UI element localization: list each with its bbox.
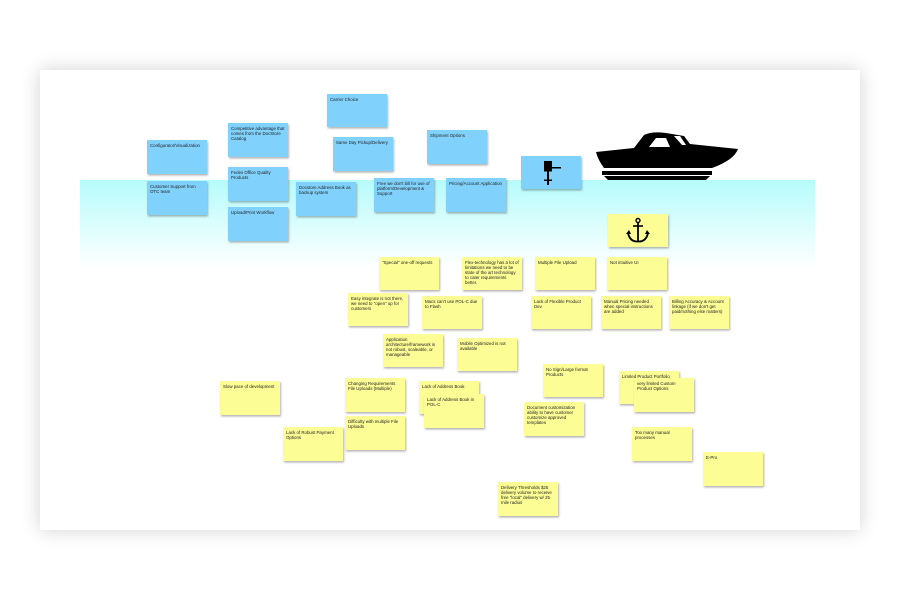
sticky-note[interactable]: Lack of Flexible Product Dev — [531, 296, 591, 329]
anchor-icon — [626, 217, 650, 243]
sticky-note[interactable]: Slow pace of development — [220, 381, 280, 415]
sticky-note[interactable]: Document customization ability to have c… — [524, 402, 584, 436]
sticky-note[interactable]: Same Day Pickup/Delivery — [333, 137, 393, 171]
sticky-note[interactable]: Multiple File Upload — [535, 257, 595, 290]
sticky-note[interactable]: very limited Custom Product Options — [634, 378, 694, 412]
outboard-motor-icon — [544, 161, 561, 185]
sticky-note[interactable]: Difficulty with multiple File Uploads — [345, 416, 405, 450]
sticky-note[interactable]: Upload/Print Workflow — [228, 207, 288, 241]
sticky-note[interactable]: E-Pro — [703, 452, 763, 486]
sticky-note[interactable]: Delivery Thresholds $25 delivery volume … — [498, 482, 558, 516]
sticky-note[interactable]: Lack of Address Book in POL-C — [424, 394, 484, 428]
sticky-note[interactable]: Lack of Robust Payment Options — [283, 427, 343, 461]
speedboat-icon — [596, 132, 738, 180]
sticky-note[interactable]: Mobile Optimized is not available — [457, 338, 517, 371]
sticky-note[interactable]: Billing Accuracy & Account linkage (if w… — [669, 296, 729, 329]
sticky-note-anchor[interactable] — [608, 214, 668, 247]
sticky-note[interactable]: Manual Pricing needed when special instr… — [601, 296, 661, 329]
sticky-note[interactable]: Too many manual processes — [632, 427, 692, 461]
sticky-note[interactable]: Macs can't use POL-C due to Flash — [422, 296, 482, 329]
sticky-note[interactable]: Flex-technology has a lot of limitations… — [462, 257, 522, 290]
sticky-note[interactable]: "Special" one-off requests — [379, 257, 439, 290]
sticky-note[interactable]: Changing Requirements File Uploads (Mult… — [345, 378, 405, 412]
sticky-note[interactable]: Application architecture/framework is no… — [383, 334, 443, 367]
sticky-note[interactable]: Free we don't bill for use of platform/D… — [374, 178, 434, 212]
sticky-note[interactable]: Carrier Choice — [327, 94, 387, 127]
sticky-note-motor[interactable] — [521, 156, 581, 189]
sticky-note[interactable]: Easy integrate is not there, we need to … — [348, 293, 408, 326]
sticky-note[interactable]: Competitive advantage that comes from th… — [228, 123, 288, 157]
sticky-note[interactable]: Customer Support from OTC team — [147, 181, 207, 215]
sticky-note[interactable]: Pricing/Account Application — [446, 178, 506, 212]
sticky-note[interactable]: Fedex Office Quality Products — [228, 167, 288, 201]
sticky-note[interactable]: Shipment Options — [427, 130, 487, 164]
sticky-note[interactable]: Docstore Address Book as backup system — [296, 182, 356, 216]
sticky-note[interactable]: Not intuitive UI — [607, 257, 667, 290]
sticky-note[interactable]: No Sign/Large format Products — [543, 364, 603, 397]
sticky-note[interactable]: Configurator/Visualization — [147, 140, 207, 174]
